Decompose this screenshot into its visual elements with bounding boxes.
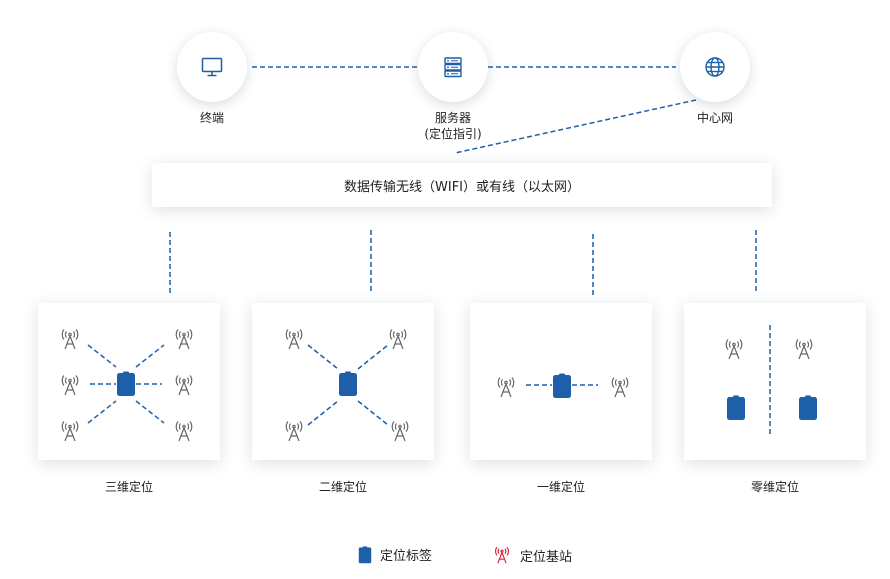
terminal-node bbox=[177, 32, 247, 102]
panel-2d bbox=[252, 303, 434, 460]
legend-station-label: 定位基站 bbox=[520, 549, 573, 565]
antenna-icon bbox=[611, 377, 629, 398]
server-title: 服务器 bbox=[434, 111, 471, 125]
antenna-icon bbox=[285, 329, 303, 350]
antenna-icon bbox=[175, 375, 193, 396]
antenna-icon bbox=[389, 329, 407, 350]
server-node bbox=[418, 32, 488, 102]
antenna-icon bbox=[175, 329, 193, 350]
monitor-icon bbox=[201, 57, 223, 77]
antenna-icon bbox=[175, 421, 193, 442]
antenna-icon bbox=[61, 329, 79, 350]
antenna-icon bbox=[61, 421, 79, 442]
antenna-icon bbox=[497, 377, 515, 398]
center-node bbox=[680, 32, 750, 102]
antenna-icon bbox=[795, 339, 813, 360]
terminal-label: 终端 bbox=[199, 111, 224, 125]
antenna-icon bbox=[285, 421, 303, 442]
legend-station: 定位基站 bbox=[492, 545, 572, 565]
mode-label-1d: 一维定位 bbox=[536, 480, 585, 494]
panel-3d bbox=[38, 303, 220, 460]
transmission-label: 数据传输无线（WIFI）或有线（以太网） bbox=[344, 179, 580, 195]
tag-icon bbox=[553, 373, 571, 398]
legend-tag-label: 定位标签 bbox=[380, 549, 433, 564]
server-label: 服务器 (定位指引) bbox=[408, 110, 498, 142]
antenna-icon bbox=[61, 375, 79, 396]
antenna-icon bbox=[391, 421, 409, 442]
server-icon bbox=[444, 57, 462, 78]
transmission-bar: 数据传输无线（WIFI）或有线（以太网） bbox=[152, 163, 772, 207]
mode-label-0d: 零维定位 bbox=[750, 480, 799, 494]
tag-icon bbox=[117, 371, 135, 396]
globe-icon bbox=[705, 57, 725, 77]
tag-icon bbox=[339, 371, 357, 396]
tag-icon bbox=[727, 395, 745, 420]
server-subtitle: (定位指引) bbox=[424, 127, 482, 141]
tag-icon bbox=[799, 395, 817, 420]
panel-1d bbox=[470, 303, 652, 460]
center-label: 中心网 bbox=[696, 111, 733, 125]
mode-label-3d: 三维定位 bbox=[104, 480, 153, 494]
link-center-bar bbox=[454, 99, 697, 154]
antenna-icon bbox=[725, 339, 743, 360]
tag-icon bbox=[358, 545, 372, 563]
mode-label-2d: 二维定位 bbox=[318, 480, 367, 494]
legend-tag: 定位标签 bbox=[358, 545, 432, 564]
antenna-icon bbox=[495, 546, 509, 564]
panel-0d bbox=[684, 303, 866, 460]
